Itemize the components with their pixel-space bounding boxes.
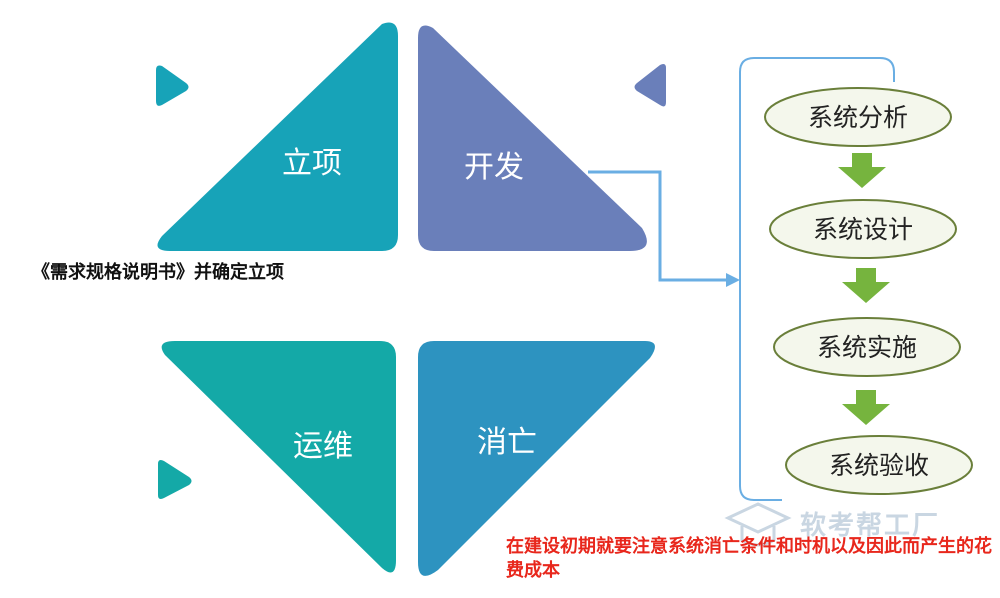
step-analysis-label: 系统分析 bbox=[808, 103, 908, 132]
process-bracket bbox=[739, 57, 895, 501]
pointer-triangle-top-right bbox=[634, 64, 666, 107]
connector-line bbox=[588, 170, 726, 282]
quadrant-retirement-label: 消亡 bbox=[477, 425, 537, 460]
step-analysis-ellipse bbox=[764, 87, 952, 147]
step-acceptance-label: 系统验收 bbox=[829, 451, 929, 480]
step-acceptance-ellipse bbox=[785, 435, 973, 495]
pointer-triangle-top-left bbox=[156, 65, 189, 106]
step-design-ellipse bbox=[769, 199, 957, 259]
quadrant-development-shape bbox=[418, 25, 647, 251]
connector-arrowhead bbox=[726, 273, 740, 287]
down-arrow-1 bbox=[838, 153, 886, 188]
down-arrow-2 bbox=[842, 268, 890, 303]
quadrant-initiation-label: 立项 bbox=[282, 146, 342, 181]
watermark-text: 软考帮工厂 bbox=[800, 511, 941, 541]
quadrant-development-label: 开发 bbox=[464, 150, 524, 185]
quadrant-operation-shape bbox=[161, 341, 396, 573]
quadrant-retirement-shape bbox=[418, 341, 655, 576]
spec-note: 《需求规格说明书》并确定立项 bbox=[32, 262, 284, 283]
step-design-label: 系统设计 bbox=[813, 215, 913, 244]
retirement-warning-note: 在建设初期就要注意系统消亡条件和时机以及因此而产生的花费成本 bbox=[506, 536, 992, 581]
quadrant-operation-label: 运维 bbox=[293, 429, 353, 464]
step-implementation-ellipse bbox=[773, 317, 961, 377]
quadrant-initiation-shape bbox=[157, 22, 398, 251]
down-arrow-3 bbox=[842, 390, 890, 425]
pointer-triangle-bottom-left bbox=[158, 460, 192, 499]
watermark-logo-icon bbox=[724, 502, 792, 547]
step-implementation-label: 系统实施 bbox=[817, 333, 917, 362]
